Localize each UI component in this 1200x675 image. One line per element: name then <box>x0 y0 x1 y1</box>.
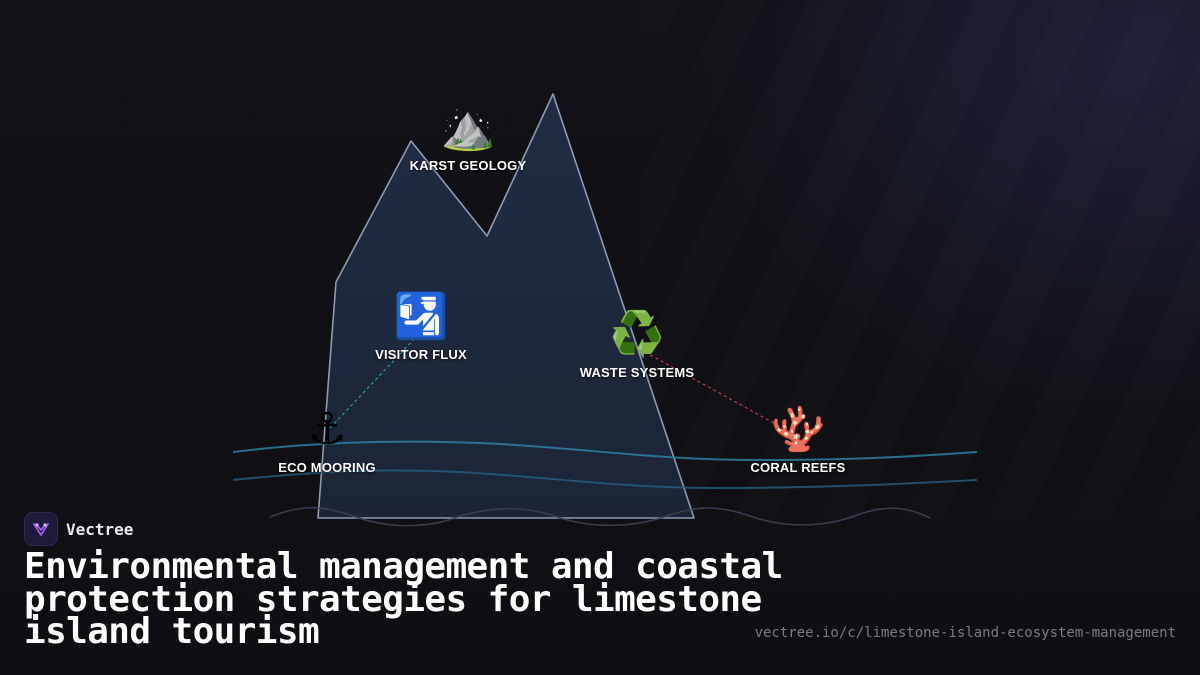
vectree-logo-mark <box>33 523 49 536</box>
node-visitor-flux[interactable]: 🛂 VISITOR FLUX <box>331 291 511 362</box>
node-eco-mooring[interactable]: ⚓ ECO MOORING <box>237 404 417 475</box>
vectree-logo-icon <box>24 512 58 546</box>
node-label: VISITOR FLUX <box>375 347 467 362</box>
page-title: Environmental management and coastal pro… <box>24 546 783 652</box>
source-url[interactable]: vectree.io/c/limestone-island-ecosystem-… <box>754 625 1176 641</box>
node-karst-geology[interactable]: ⛰️ KARST GEOLOGY <box>378 102 558 173</box>
recycle-icon: ♻️ <box>609 309 665 360</box>
node-label: WASTE SYSTEMS <box>579 365 695 380</box>
node-label: CORAL REEFS <box>750 460 846 475</box>
coral-icon: 🪸 <box>770 404 826 455</box>
island-shape <box>317 93 695 519</box>
node-label: KARST GEOLOGY <box>409 158 527 173</box>
wave-line-ripple <box>269 506 931 527</box>
brand-name: Vectree <box>66 519 134 539</box>
anchor-icon: ⚓ <box>307 404 347 455</box>
wave-line-upper <box>232 440 978 462</box>
brand[interactable]: Vectree <box>24 512 133 546</box>
mountain-icon: ⛰️ <box>440 102 496 153</box>
connection-waste-coral <box>644 351 791 433</box>
node-coral-reefs[interactable]: 🪸 CORAL REEFS <box>708 404 888 475</box>
node-waste-systems[interactable]: ♻️ WASTE SYSTEMS <box>547 309 727 380</box>
wave-line-lower <box>232 469 978 490</box>
node-label: ECO MOORING <box>278 460 376 475</box>
passport-control-icon: 🛂 <box>393 291 449 342</box>
